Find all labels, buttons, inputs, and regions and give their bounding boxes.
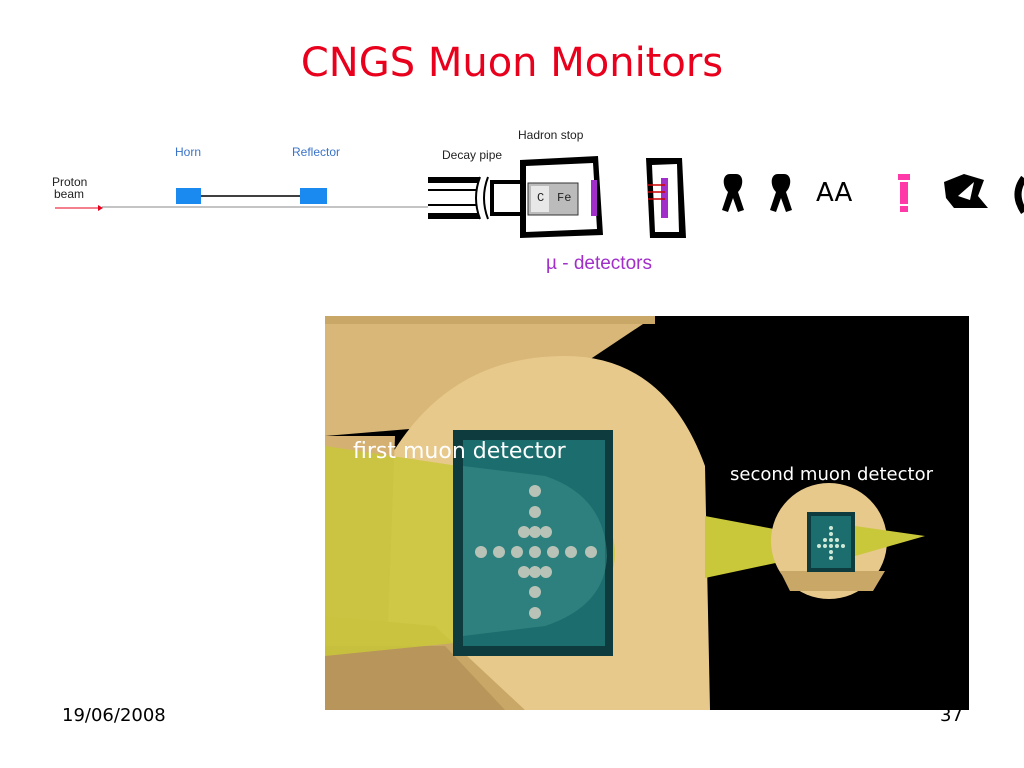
ribbon-icon-1 xyxy=(722,174,744,212)
reflector-label: Reflector xyxy=(292,145,341,159)
decay-pipe-label: Decay pipe xyxy=(442,148,503,162)
render-drawing xyxy=(325,316,969,710)
proton-beam-label-line2: beam xyxy=(54,187,85,201)
beam-arrow-head xyxy=(98,205,103,211)
horn-block xyxy=(176,188,201,204)
first-detector-bar xyxy=(591,180,597,216)
beam-cone-3 xyxy=(855,526,925,556)
slide-date: 19/06/2008 xyxy=(62,705,166,726)
ribbon-icons xyxy=(722,174,1024,214)
beam-cone-2 xyxy=(705,516,785,578)
ribbon-icon-2 xyxy=(770,174,792,212)
second-detector-label: second muon detector xyxy=(730,464,934,485)
second-detector-sensors xyxy=(817,526,845,560)
horn-label: Horn xyxy=(175,145,202,159)
slide-number: 37 xyxy=(940,705,963,726)
first-detector-sensors xyxy=(475,485,597,619)
carbon-label: C xyxy=(537,191,545,205)
reflector-block xyxy=(300,188,327,204)
proton-beam-label-line1: Proton xyxy=(52,175,88,189)
beamline-drawing xyxy=(55,156,686,238)
first-detector-label: first muon detector xyxy=(353,439,566,464)
second-detector-bar xyxy=(661,178,668,218)
slide-title: CNGS Muon Monitors xyxy=(300,40,724,86)
mu-detectors-label: µ - detectors xyxy=(546,253,652,274)
aa-glyph: AA xyxy=(816,178,853,208)
iron-label: Fe xyxy=(557,191,572,205)
pink-figure-icon xyxy=(898,174,910,180)
pipe-break xyxy=(475,176,481,220)
hadron-stop-label: Hadron stop xyxy=(518,128,584,142)
muon-detector-render: first muon detector second muon detector xyxy=(325,316,969,710)
paren-glyph xyxy=(1014,175,1024,214)
